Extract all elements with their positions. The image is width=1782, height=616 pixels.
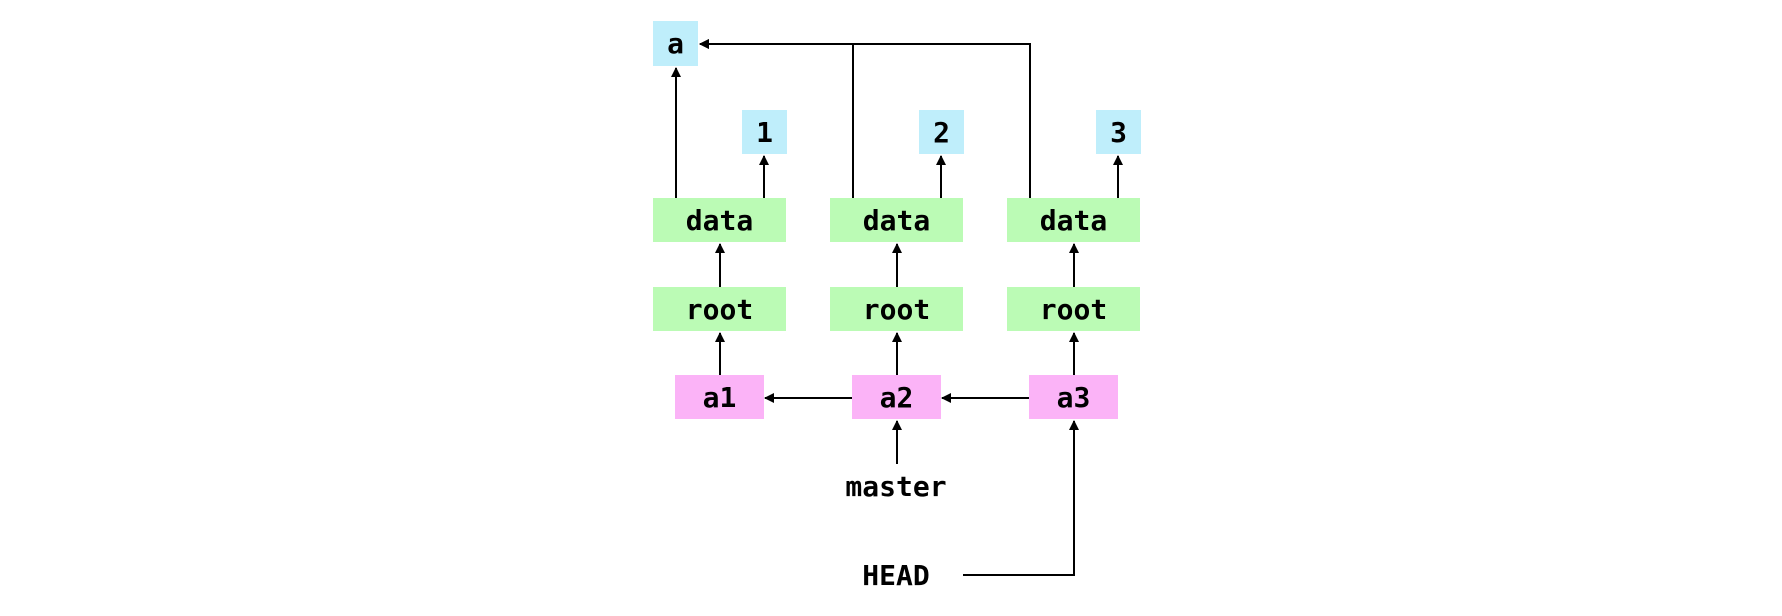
blob-a-box	[653, 21, 698, 66]
blob-2-label: 2	[933, 116, 950, 149]
tree-data-3-label: data	[1040, 204, 1107, 237]
tree-root-1-label: root	[686, 293, 753, 326]
ref-head-label: HEAD	[862, 559, 929, 592]
commit-node-a2: a2	[852, 375, 941, 419]
tree-data-3-box	[1007, 198, 1140, 242]
tree-node-data-1: data	[653, 198, 786, 242]
commit-node-a3: a3	[1029, 375, 1118, 419]
blob-3-label: 3	[1110, 116, 1127, 149]
tree-data-2-label: data	[863, 204, 930, 237]
commit-a3-label: a3	[1057, 381, 1091, 414]
tree-data-2-box	[830, 198, 963, 242]
tree-node-root-2: root	[830, 287, 963, 331]
tree-root-2-box	[830, 287, 963, 331]
tree-data-1-box	[653, 198, 786, 242]
edge-head-to-a3	[963, 420, 1079, 576]
tree-root-1-box	[653, 287, 786, 331]
blob-2-box	[919, 110, 964, 154]
tree-root-2-label: root	[863, 293, 930, 326]
commit-a2-box	[852, 375, 941, 419]
blob-1-label: 1	[756, 116, 773, 149]
blob-node-a: a	[653, 21, 698, 66]
tree-node-root-1: root	[653, 287, 786, 331]
tree-data-1-label: data	[686, 204, 753, 237]
blob-node-1: 1	[742, 110, 787, 154]
tree-root-3-label: root	[1040, 293, 1107, 326]
tree-node-root-3: root	[1007, 287, 1140, 331]
ref-master-label: master	[845, 470, 946, 503]
commit-a2-label: a2	[880, 381, 914, 414]
edge-data3-to-a	[699, 39, 1031, 198]
blob-node-2: 2	[919, 110, 964, 154]
tree-node-data-2: data	[830, 198, 963, 242]
tree-root-3-box	[1007, 287, 1140, 331]
commit-a1-label: a1	[703, 381, 737, 414]
tree-node-data-3: data	[1007, 198, 1140, 242]
commit-a3-box	[1029, 375, 1118, 419]
blob-node-3: 3	[1096, 110, 1141, 154]
blob-3-box	[1096, 110, 1141, 154]
commit-node-a1: a1	[675, 375, 764, 419]
blob-1-box	[742, 110, 787, 154]
commit-a1-box	[675, 375, 764, 419]
blob-a-label: a	[667, 27, 684, 60]
